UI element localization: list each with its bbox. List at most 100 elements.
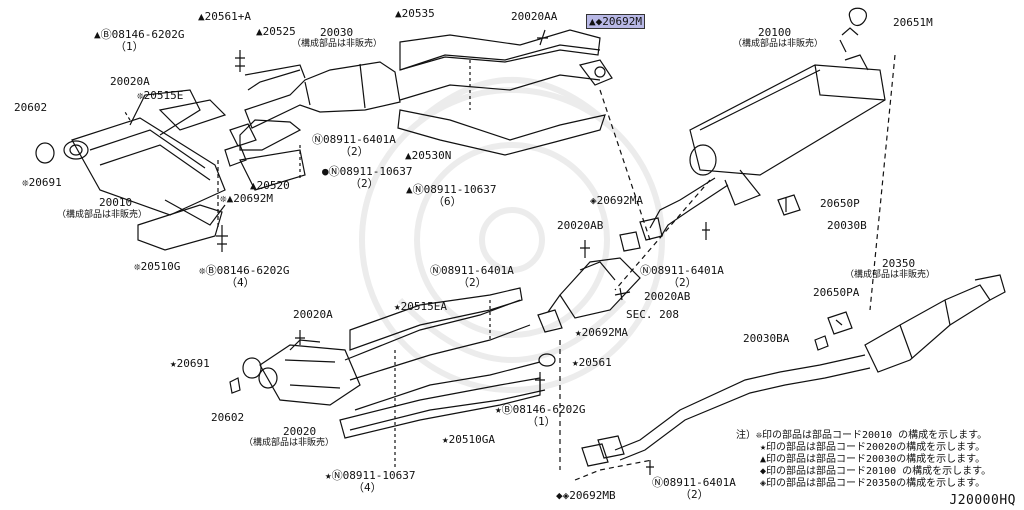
bolt-08146-left <box>216 225 228 252</box>
shield-20530n <box>397 109 606 156</box>
label-20510ga: ★20510GA <box>442 433 495 446</box>
gasket-20691-bottom <box>242 357 262 379</box>
shield-20510ga <box>339 377 541 439</box>
label-20515ea: ★20515EA <box>394 300 447 313</box>
label-nut-08911-g-qty: （2） <box>680 488 709 501</box>
label-bolt-08146-top: ▲Ⓑ08146-6202G <box>94 28 185 41</box>
note-line: ◈印の部品は部品コード20350の構成を示します。 <box>760 478 986 489</box>
label-nut-08911-f-qty: （4） <box>353 481 382 494</box>
gasket-20692ma-bottom <box>537 309 563 333</box>
label-20561: ★20561 <box>572 356 612 369</box>
label-20520: ▲20520 <box>250 179 290 192</box>
label-20650pa: 20650PA <box>813 286 860 299</box>
label-20030: 20030 <box>320 26 354 39</box>
label-nut-08911-c: ▲Ⓝ08911-10637 <box>406 183 497 196</box>
note-line: ▲印の部品は部品コード20030の構成を示します。 <box>760 454 986 465</box>
label-20020a-bottom: 20020A <box>293 308 333 321</box>
label-20525: ▲20525 <box>256 25 296 38</box>
label-bolt-08146-left-qty: （4） <box>226 276 255 289</box>
label-bolt-08146-top-qty: （1） <box>115 40 144 53</box>
label-20515e: ❊20515E <box>137 89 184 102</box>
label-20561a: ▲20561+A <box>198 10 251 23</box>
label-sec-208: SEC. 208 <box>626 308 679 321</box>
bolt-20020ab-bottom <box>614 287 631 301</box>
label-nut-08911-e-qty: （2） <box>668 276 697 289</box>
label-20030b: 20030B <box>827 219 867 232</box>
bolt-08911-d <box>702 222 710 240</box>
label-20010-note: （構成部品は非販売） <box>57 210 148 220</box>
label-20692mb: ◆◈20692MB <box>556 489 616 502</box>
label-20020ab-bottom: 20020AB <box>644 290 691 303</box>
label-20020aa: 20020AA <box>511 10 558 23</box>
shield-20510g <box>137 204 223 251</box>
label-20692m-mid: ❊▲20692M <box>220 192 273 205</box>
label-bolt-08146-left: ❊Ⓑ08146-6202G <box>199 264 290 277</box>
label-20510g: ❊20510G <box>134 260 181 273</box>
highlighted-part-20692m[interactable]: ▲◆20692M <box>586 14 645 29</box>
gasket-20692m-mid <box>229 123 257 147</box>
label-nut-08911-a: Ⓝ08911-6401A <box>312 133 396 146</box>
nut-20030ba <box>814 335 829 351</box>
label-20020ab-top: 20020AB <box>557 219 604 232</box>
label-nut-08911-b: ●Ⓝ08911-10637 <box>322 165 413 178</box>
hanger-20650pa <box>827 311 853 335</box>
hanger-stud <box>841 27 859 36</box>
gasket-20561 <box>538 353 556 367</box>
label-20030-note: （構成部品は非販売） <box>292 39 383 49</box>
legend-notes: 注）❊印の部品は部品コード20010 の構成を示します。 ★印の部品は部品コード… <box>736 430 991 490</box>
sub-cat-sec208 <box>547 257 641 319</box>
label-20535: ▲20535 <box>395 7 435 20</box>
label-20020-note: （構成部品は非販売） <box>244 438 335 448</box>
bolt-08911-g <box>646 460 654 475</box>
gasket-20692ma-top <box>619 231 641 252</box>
label-nut-08911-f: ★Ⓝ08911-10637 <box>325 469 416 482</box>
bolt-20020aa <box>537 29 548 46</box>
label-nut-08911-e: Ⓝ08911-6401A <box>640 264 724 277</box>
note-line: ◆印の部品は部品コード20100 の構成を示します。 <box>760 466 992 477</box>
label-20530n: ▲20530N <box>405 149 452 162</box>
label-nut-08911-a-qty: （2） <box>340 145 369 158</box>
label-20692m-top: ▲◆20692M <box>586 14 645 29</box>
nut-20602-bottom <box>229 377 241 394</box>
label-nut-08911-g: Ⓝ08911-6401A <box>652 476 736 489</box>
bolt-08146-top <box>235 50 245 72</box>
bolt-20020ab-top <box>580 240 590 258</box>
shield-20535 <box>399 29 601 71</box>
label-20691-top: ❊20691 <box>22 176 62 189</box>
center-pipe-20030 <box>239 44 601 191</box>
watermark-emblem <box>359 77 665 393</box>
label-20100-note: （構成部品は非販売） <box>733 39 824 49</box>
gasket-20692mb-a <box>581 443 609 467</box>
label-20350-note: （構成部品は非販売） <box>845 270 936 280</box>
label-nut-08911-d: Ⓝ08911-6401A <box>430 264 514 277</box>
label-20020a-top: 20020A <box>110 75 150 88</box>
label-20602-top: 20602 <box>14 101 48 114</box>
hanger-20650p <box>777 194 801 216</box>
gasket-20691-top <box>35 142 55 164</box>
hanger-20651m <box>848 7 867 27</box>
diagram-code: J20000HQ <box>949 493 1016 508</box>
label-20651m: 20651M <box>893 16 933 29</box>
label-20100: 20100 <box>758 26 792 39</box>
bolt-20020a-bottom <box>295 330 305 345</box>
note-line: 注）❊印の部品は部品コード20010 の構成を示します。 <box>736 430 988 441</box>
bolt-08146-bottom <box>535 372 545 392</box>
label-nut-08911-d-qty: （2） <box>458 276 487 289</box>
label-20602-bottom: 20602 <box>211 411 245 424</box>
muffler-20100 <box>649 39 886 239</box>
label-20691-bottom: ★20691 <box>170 357 210 370</box>
label-nut-08911-c-qty: （6） <box>433 195 462 208</box>
shield-20515ea <box>349 287 523 351</box>
label-20010: 20010 <box>99 196 133 209</box>
label-nut-08911-b-qty: （2） <box>350 177 379 190</box>
label-20030ba: 20030BA <box>743 332 790 345</box>
tail-pipe-20350 <box>614 274 1006 461</box>
label-20020: 20020 <box>283 425 317 438</box>
label-bolt-08146-bottom-qty: （1） <box>527 415 556 428</box>
label-bolt-08146-bottom: ★Ⓑ08146-6202G <box>495 403 586 416</box>
gasket-20692m-top <box>578 59 613 86</box>
note-line: ★印の部品は部品コード20020の構成を示します。 <box>760 442 986 453</box>
label-20692ma-bottom: ★20692MA <box>575 326 628 339</box>
